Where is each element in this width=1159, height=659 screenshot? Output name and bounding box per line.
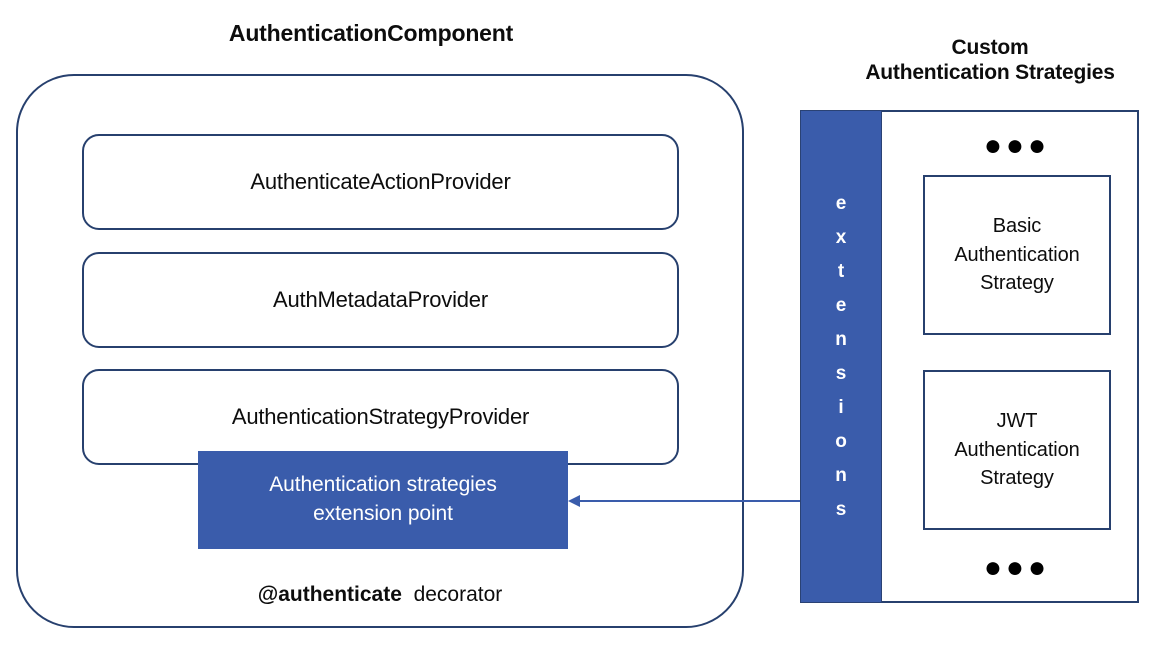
extensions-letter: e: [835, 193, 847, 214]
extensions-letter: n: [835, 465, 847, 486]
strategy-label: Basic Authentication Strategy: [954, 215, 1080, 295]
extensions-letter: i: [838, 397, 844, 418]
authentication-component-title: AuthenticationComponent: [228, 20, 514, 46]
extension-point-label: Authentication strategies extension poin…: [269, 473, 497, 525]
extensions-letter: e: [835, 295, 847, 316]
custom-authentication-strategies-title: Custom Authentication Strategies: [865, 36, 1115, 84]
extensions-letter: n: [835, 329, 847, 350]
decorator-name: @authenticate: [257, 583, 402, 606]
ellipsis-bottom: ●●●: [983, 551, 1051, 584]
provider-label: AuthenticateActionProvider: [250, 169, 511, 194]
provider-label: AuthenticationStrategyProvider: [231, 404, 530, 429]
extensions-letter: o: [835, 431, 847, 452]
authentication-strategies-extension-point-box[interactable]: Authentication strategies extension poin…: [198, 451, 568, 549]
strategy-box-jwt-authentication-strategy[interactable]: JWT Authentication Strategy: [923, 370, 1111, 530]
decorator-suffix: decorator: [413, 583, 503, 606]
authenticate-decorator-caption: @authenticate decorator: [80, 583, 680, 607]
extensions-letter: x: [835, 227, 847, 248]
provider-box-auth-metadata-provider[interactable]: AuthMetadataProvider: [82, 252, 679, 348]
provider-box-authenticate-action-provider[interactable]: AuthenticateActionProvider: [82, 134, 679, 230]
provider-box-authentication-strategy-provider[interactable]: AuthenticationStrategyProvider: [82, 369, 679, 465]
strategy-label: JWT Authentication Strategy: [954, 410, 1080, 490]
extensions-letter: t: [837, 261, 845, 282]
ellipsis-top: ●●●: [983, 129, 1051, 162]
strategy-box-basic-authentication-strategy[interactable]: Basic Authentication Strategy: [923, 175, 1111, 335]
extensions-letter: s: [835, 363, 847, 384]
extensions-letter: s: [835, 499, 847, 520]
provider-label: AuthMetadataProvider: [273, 287, 488, 312]
